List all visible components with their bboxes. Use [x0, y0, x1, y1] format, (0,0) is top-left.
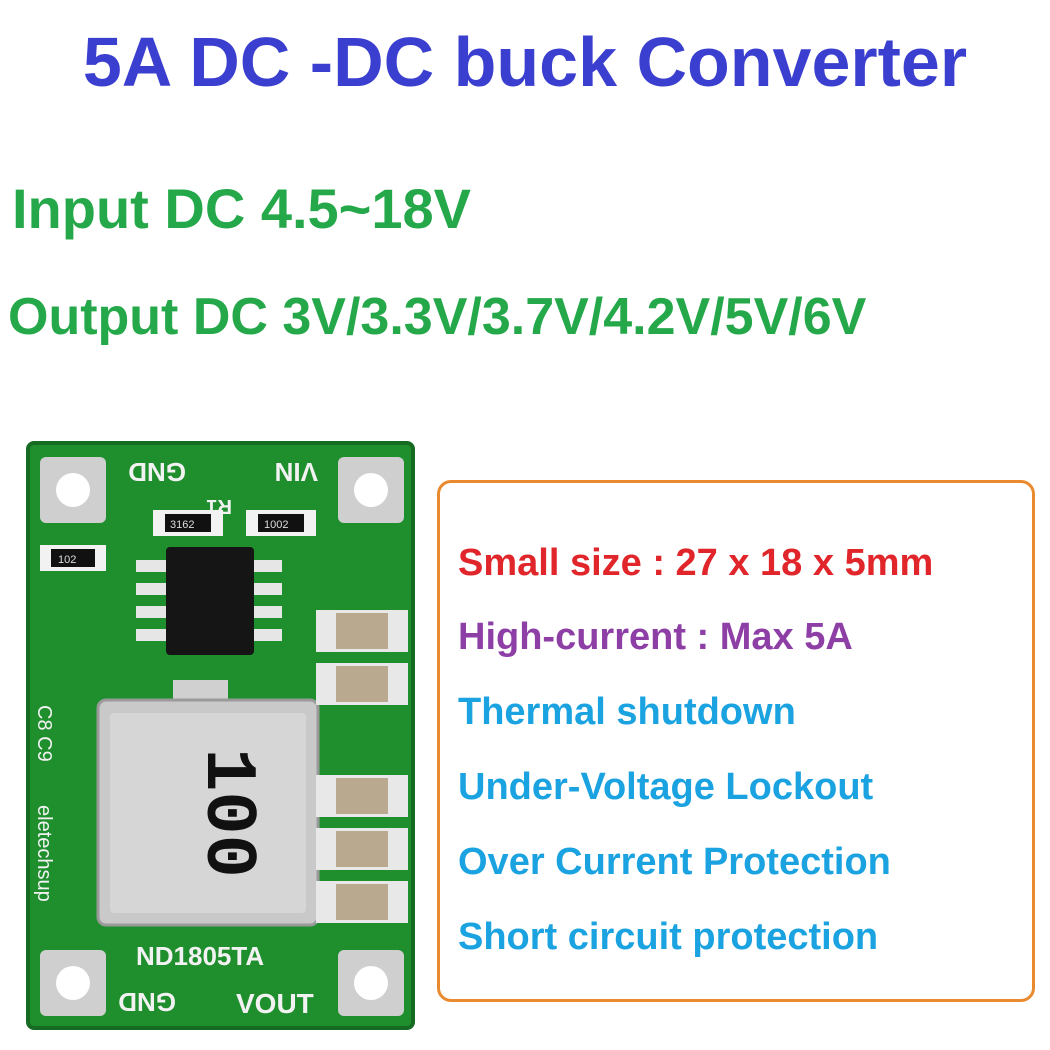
feature-item: High-current : Max 5A: [458, 616, 853, 658]
svg-text:1002: 1002: [264, 519, 288, 531]
vout-label: VOUT: [236, 988, 314, 1019]
feature-item: Thermal shutdown: [458, 691, 796, 733]
inductor: 100: [96, 680, 320, 927]
model-label: ND1805TA: [136, 941, 264, 971]
svg-text:100: 100: [186, 748, 268, 878]
mounting-hole: [338, 950, 404, 1016]
capacitor: [316, 610, 408, 652]
feature-item: Short circuit protection: [458, 916, 879, 958]
capacitor: [316, 881, 408, 923]
svg-text:3162: 3162: [170, 519, 194, 531]
capacitor: [316, 775, 408, 817]
pcb-board-illustration: GND VIN R1 3162 1002 102: [26, 441, 415, 1030]
vin-label: VIN: [275, 457, 318, 487]
mounting-hole: [338, 457, 404, 523]
svg-text:102: 102: [58, 554, 76, 566]
gnd-bottom-label: GND: [118, 987, 176, 1017]
brand-label: eletechsup: [33, 805, 55, 902]
feature-item: Under-Voltage Lockout: [458, 766, 874, 808]
mounting-hole: [40, 457, 106, 523]
ic-chip: [136, 547, 282, 655]
mounting-hole: [40, 950, 106, 1016]
capacitor: [316, 663, 408, 705]
resistor: 1002: [246, 510, 316, 536]
resistor: 3162: [153, 510, 223, 536]
features-box: [437, 480, 1035, 1002]
output-spec: Output DC 3V/3.3V/3.7V/4.2V/5V/6V: [8, 288, 867, 346]
converter-board-photo: GND VIN R1 3162 1002 102: [18, 435, 418, 1035]
input-spec: Input DC 4.5~18V: [12, 177, 472, 240]
resistor: 102: [40, 545, 106, 571]
feature-item: Small size : 27 x 18 x 5mm: [458, 542, 934, 584]
gnd-top-label: GND: [128, 457, 186, 487]
c8-c9-label: C8 C9: [33, 705, 55, 762]
feature-item: Over Current Protection: [458, 841, 891, 883]
capacitor: [316, 828, 408, 870]
page-title: 5A DC -DC buck Converter: [82, 23, 968, 101]
